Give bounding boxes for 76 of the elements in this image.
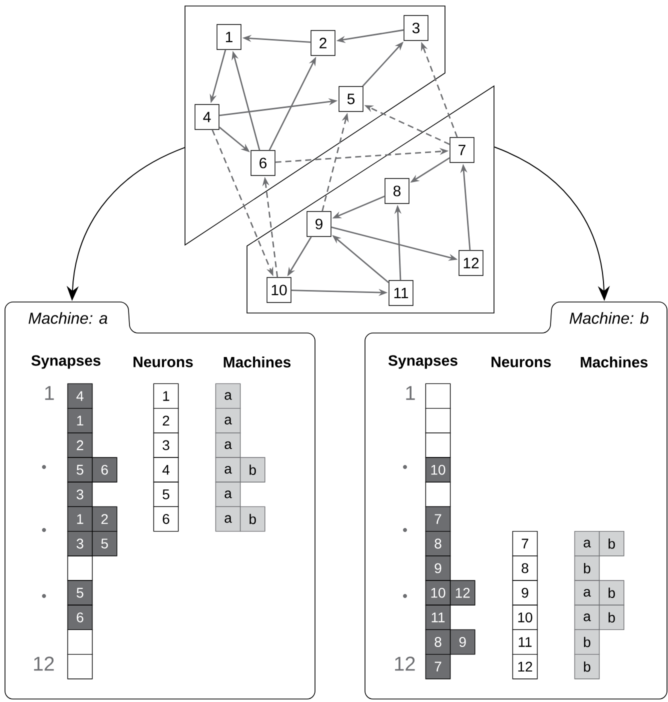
- neuron-box: 12: [458, 250, 484, 276]
- table-cell: 6: [92, 457, 118, 482]
- table-cell: 8: [512, 556, 538, 581]
- partition-polygon: [246, 85, 494, 314]
- neuron-box: 8: [384, 178, 410, 204]
- table-cell: 12: [512, 654, 538, 680]
- table-cell: 8: [425, 530, 451, 556]
- table-cell: b: [574, 556, 600, 581]
- table-cell: b: [574, 629, 600, 655]
- table-cell: 9: [512, 580, 538, 606]
- table-cell: 5: [67, 457, 93, 482]
- table-cell: 1: [153, 383, 179, 409]
- neuron-box: 7: [450, 137, 474, 163]
- column-header: Neurons: [134, 356, 193, 368]
- panel-title: Machine: a: [28, 312, 108, 324]
- table-cell: 10: [425, 580, 451, 606]
- table-cell: b: [240, 457, 266, 482]
- neuron-box: 9: [306, 211, 332, 237]
- table-cell: 11: [512, 629, 538, 655]
- table-cell: 5: [153, 482, 179, 508]
- table-cell: b: [598, 604, 624, 630]
- table-cell: 7: [512, 530, 538, 556]
- column-header: Machines: [224, 356, 291, 368]
- table-cell: b: [574, 654, 600, 680]
- table-cell: a: [215, 432, 241, 458]
- row-number: 1: [406, 386, 415, 400]
- table-cell: b: [240, 506, 266, 532]
- table-cell: 7: [425, 654, 451, 680]
- table-cell: a: [574, 530, 600, 556]
- table-cell: b: [598, 530, 624, 556]
- column-header: Synapses: [388, 355, 458, 369]
- table-cell: 12: [450, 580, 476, 606]
- column-header: Machines: [580, 356, 648, 368]
- table-cell: 10: [512, 604, 538, 630]
- row-number: 12: [395, 656, 415, 671]
- table-cell: 5: [67, 580, 93, 606]
- table-cell: a: [215, 457, 241, 482]
- row-number: 12: [34, 656, 54, 671]
- table-cell: 2: [92, 506, 118, 532]
- table-cell: 11: [425, 604, 451, 630]
- table-cell: a: [215, 383, 241, 409]
- table-cell: 7: [425, 506, 451, 532]
- table-cell: 9: [450, 629, 476, 655]
- table-cell: 5: [92, 530, 118, 556]
- column-header: Neurons: [492, 356, 551, 368]
- neuron-box: 3: [404, 15, 428, 41]
- neuron-box: 2: [310, 30, 336, 56]
- table-cell: a: [215, 482, 241, 508]
- table-cell: 9: [425, 556, 451, 581]
- neuron-box: 4: [194, 104, 220, 130]
- row-number: 1: [45, 386, 54, 400]
- table-cell: 1: [67, 408, 93, 434]
- table-cell: a: [215, 408, 241, 434]
- table-cell: a: [574, 604, 600, 630]
- table-cell: 4: [153, 457, 179, 482]
- table-cell: a: [574, 580, 600, 606]
- table-cell: 2: [67, 432, 93, 458]
- table-cell: 1: [67, 506, 93, 532]
- neuron-box: 5: [338, 86, 364, 112]
- neuron-box: 6: [250, 150, 276, 176]
- panel-title: Machine: b: [570, 312, 648, 324]
- table-cell: 10: [425, 457, 451, 482]
- table-cell: 3: [67, 530, 93, 556]
- neuron-box: 11: [388, 280, 414, 306]
- neuron-box: 10: [266, 277, 292, 303]
- table-cell: b: [598, 580, 624, 606]
- table-cell: a: [215, 506, 241, 532]
- table-cell: 6: [67, 604, 93, 630]
- table-cell: 3: [67, 482, 93, 508]
- table-cell: 6: [153, 506, 179, 532]
- neuron-box: 1: [216, 24, 242, 50]
- table-cell: 8: [425, 629, 451, 655]
- column-header: Synapses: [31, 355, 100, 369]
- table-cell: 2: [153, 408, 179, 434]
- table-cell: 3: [153, 432, 179, 458]
- table-cell: 4: [67, 383, 93, 409]
